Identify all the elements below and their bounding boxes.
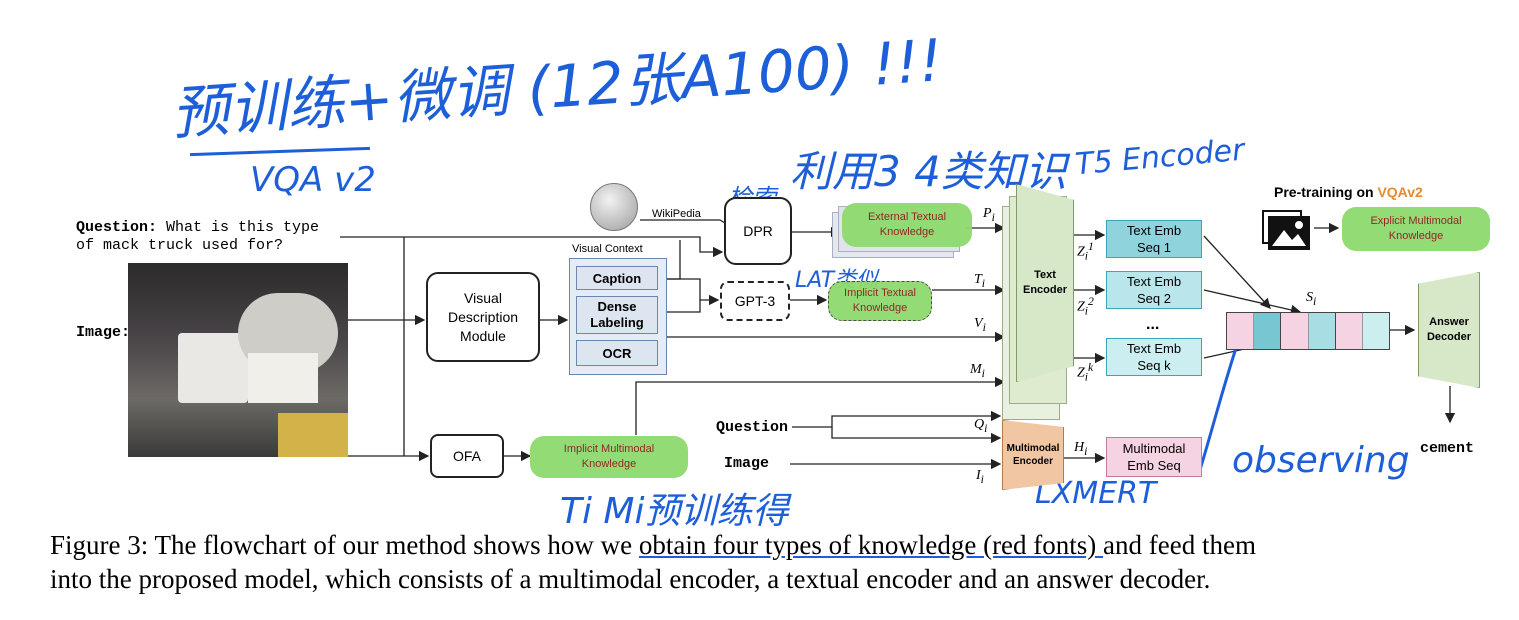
label-v-i-sub: i [982, 320, 986, 334]
truck-photo-body [248, 353, 318, 403]
label-i-i-sub: i [980, 472, 984, 486]
gpt3-box: GPT-3 [720, 281, 790, 321]
image-label: Image: [76, 324, 131, 341]
image-gallery-icon-front [1268, 216, 1310, 250]
answer-decoder: Answer Decoder [1418, 272, 1480, 388]
label-z2-letter: Z [1077, 299, 1085, 315]
seq-teal-3 [1362, 313, 1390, 349]
text-encoder-label: Text Encoder [1022, 269, 1067, 296]
dpr-box: DPR [724, 197, 792, 265]
label-v-i-letter: V [974, 316, 983, 331]
label-q-i-sub: i [984, 421, 988, 435]
label-p-i-letter: P [983, 206, 992, 221]
label-m-i-sub: i [981, 366, 985, 380]
label-z2-sub: i [1084, 304, 1089, 318]
caption-line2: into the proposed model, which consists … [50, 564, 1211, 594]
wikipedia-globe-icon [590, 183, 638, 231]
label-v-i: Vi [974, 316, 986, 334]
label-t-i-sub: i [981, 276, 986, 290]
label-p-i-sub: i [991, 210, 995, 224]
label-zk-letter: Z [1077, 365, 1085, 381]
label-i-i: Ii [976, 468, 984, 486]
label-p-i: Pi [983, 206, 995, 224]
truck-photo-platform [278, 413, 348, 457]
vdm-line3: Module [460, 327, 506, 344]
vdm-line2: Description [447, 308, 519, 325]
multimodal-encoder-label: Multimodal Encoder [1006, 443, 1060, 467]
question-text: Question: What is this type of mack truc… [76, 219, 319, 255]
truck-photo-cab [178, 333, 248, 403]
label-s-i-sub: i [1313, 294, 1317, 308]
seq-pink-3 [1335, 313, 1363, 349]
text-emb-ellipsis: ... [1146, 316, 1160, 333]
handwritten-ti-mi: Ti Mi预训练得 [560, 491, 789, 532]
seq-pink-2 [1281, 313, 1309, 349]
label-s-i: Si [1306, 290, 1316, 308]
bottom-question-label: Question [716, 419, 789, 436]
text-emb-seq-2: Text Emb Seq 2 [1106, 271, 1202, 309]
label-zk-sub: i [1084, 370, 1089, 384]
text-emb-seq-k: Text Emb Seq k [1106, 338, 1202, 376]
label-t-i-letter: T [974, 272, 982, 287]
label-m-i-letter: M [970, 362, 982, 377]
text-encoder: Text Encoder [1016, 184, 1074, 382]
explicit-multimodal-knowledge: Explicit Multimodal Knowledge [1342, 207, 1490, 251]
implicit-multimodal-knowledge: Implicit Multimodal Knowledge [530, 436, 688, 478]
caption-line1-a: Figure 3: The flowchart of our method sh… [50, 530, 639, 560]
handwritten-vqa-v2: VQA v2 [250, 160, 376, 200]
question-line2: of mack truck used for? [76, 237, 284, 254]
answer-text: cement [1420, 440, 1475, 457]
seq-teal-2 [1308, 313, 1336, 349]
text-emb-seq-1: Text Emb Seq 1 [1106, 220, 1202, 258]
caption-line1-b: obtain four types of knowledge (red font… [638, 530, 1104, 560]
label-z1-sup: 1 [1088, 240, 1094, 253]
visual-description-module: Visual Description Module [426, 272, 540, 362]
visual-context-title: Visual Context [572, 243, 643, 255]
label-zk: Zik [1077, 361, 1093, 383]
external-textual-knowledge: External Textual Knowledge [842, 203, 972, 247]
truck-photo [128, 263, 348, 457]
figure-caption: Figure 3: The flowchart of our method sh… [50, 528, 1510, 596]
pretraining-title: Pre-training on VQAv2 [1274, 184, 1423, 200]
concat-sequence [1226, 312, 1390, 350]
vdm-line1: Visual [464, 289, 502, 306]
image-gallery-icon [1262, 210, 1310, 250]
multimodal-emb-seq: Multimodal Emb Seq [1106, 437, 1202, 477]
label-q-i: Qi [974, 417, 987, 435]
pretraining-prefix: Pre-training on [1274, 184, 1378, 200]
label-zk-sup: k [1088, 361, 1094, 374]
label-z1-sub: i [1084, 249, 1089, 263]
seq-pink-1 [1227, 313, 1255, 349]
ocr-box: OCR [576, 340, 658, 366]
wikipedia-label: WikiPedia [652, 208, 701, 220]
label-z1-letter: Z [1077, 244, 1085, 260]
ofa-box: OFA [430, 434, 504, 478]
label-t-i: Ti [974, 272, 985, 290]
handwritten-observing: observing [1232, 440, 1410, 481]
label-h-i-sub: i [1084, 444, 1088, 458]
label-z2-sup: 2 [1088, 295, 1094, 308]
label-i-i-letter: I [976, 468, 981, 483]
label-q-i-letter: Q [974, 417, 985, 432]
label-z2: Zi2 [1077, 295, 1094, 317]
dense-labeling-box: Dense Labeling [576, 296, 658, 334]
question-line1: What is this type [157, 219, 320, 236]
pretraining-highlight: VQAv2 [1377, 184, 1423, 200]
image-gallery-icon-mountain [1272, 221, 1306, 246]
bottom-image-label: Image [724, 455, 770, 472]
implicit-textual-knowledge: Implicit Textual Knowledge [828, 281, 932, 321]
caption-box: Caption [576, 266, 658, 290]
label-s-i-letter: S [1306, 290, 1313, 305]
multimodal-encoder: Multimodal Encoder [1002, 420, 1064, 490]
question-prefix: Question: [76, 219, 158, 236]
label-z1: Zi1 [1077, 240, 1094, 262]
seq-teal-1 [1254, 313, 1282, 349]
answer-decoder-label: Answer Decoder [1426, 316, 1472, 343]
label-m-i: Mi [970, 362, 985, 380]
caption-line1-c: and feed them [1103, 530, 1256, 560]
label-h-i-letter: H [1074, 440, 1085, 455]
label-h-i: Hi [1074, 440, 1087, 458]
